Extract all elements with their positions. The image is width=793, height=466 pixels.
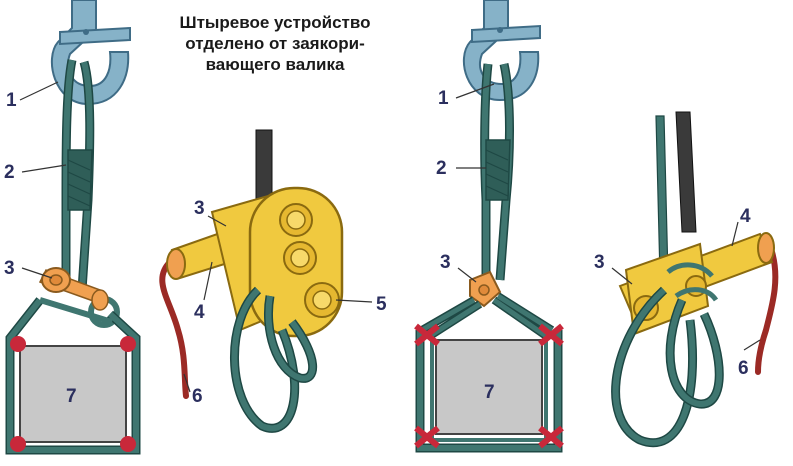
label-3-fig2: 3 [194,198,205,219]
pin-device-3 [469,270,502,308]
label-1-fig3: 1 [438,88,449,109]
label-3-fig4: 3 [594,252,605,273]
pin-device-1 [38,267,120,328]
block-plate [210,186,344,338]
label-1-fig1: 1 [6,90,17,111]
label-6-fig2: 6 [192,386,203,407]
label-4-fig4: 4 [740,206,751,227]
label-6-fig4: 6 [738,358,749,379]
figure-1-hanging-load: 1 2 3 7 [4,0,141,455]
figure-3-hanging-load: 1 2 3 7 [414,0,564,453]
label-5-fig2: 5 [376,294,387,315]
label-4-fig2: 4 [194,302,205,323]
caption-title: Штыревое устройство отделено от заякори-… [150,12,400,75]
sling-frame-1 [5,297,141,455]
rope-loops-fig2 [230,286,317,433]
label-7-fig3: 7 [484,382,495,403]
figure-4-pin-detail: 3 4 6 [594,111,779,448]
sling-frame-3 [414,292,564,453]
crane-hook-2 [462,0,541,102]
label-2-fig3: 2 [436,158,447,179]
label-2-fig1: 2 [4,162,15,183]
steel-strap-4 [675,111,697,233]
cable-6-fig4 [755,249,779,375]
rope-loops-fig4 [611,262,724,448]
load-block-3 [435,339,543,435]
caption-line-1: Штыревое устройство [179,13,371,32]
load-block-1 [19,345,127,443]
figure-2-pin-detail: 3 4 5 6 [159,129,387,433]
caption-line-2: отделено от заякори- [185,34,365,53]
sling-rope-3 [480,63,514,281]
cable-6-fig2 [159,259,189,399]
caption-line-3: вающего валика [205,55,345,74]
label-3-fig3: 3 [440,252,451,273]
label-7-fig1: 7 [66,386,77,407]
label-3-fig1: 3 [4,258,15,279]
sling-rope-1 [61,59,95,291]
